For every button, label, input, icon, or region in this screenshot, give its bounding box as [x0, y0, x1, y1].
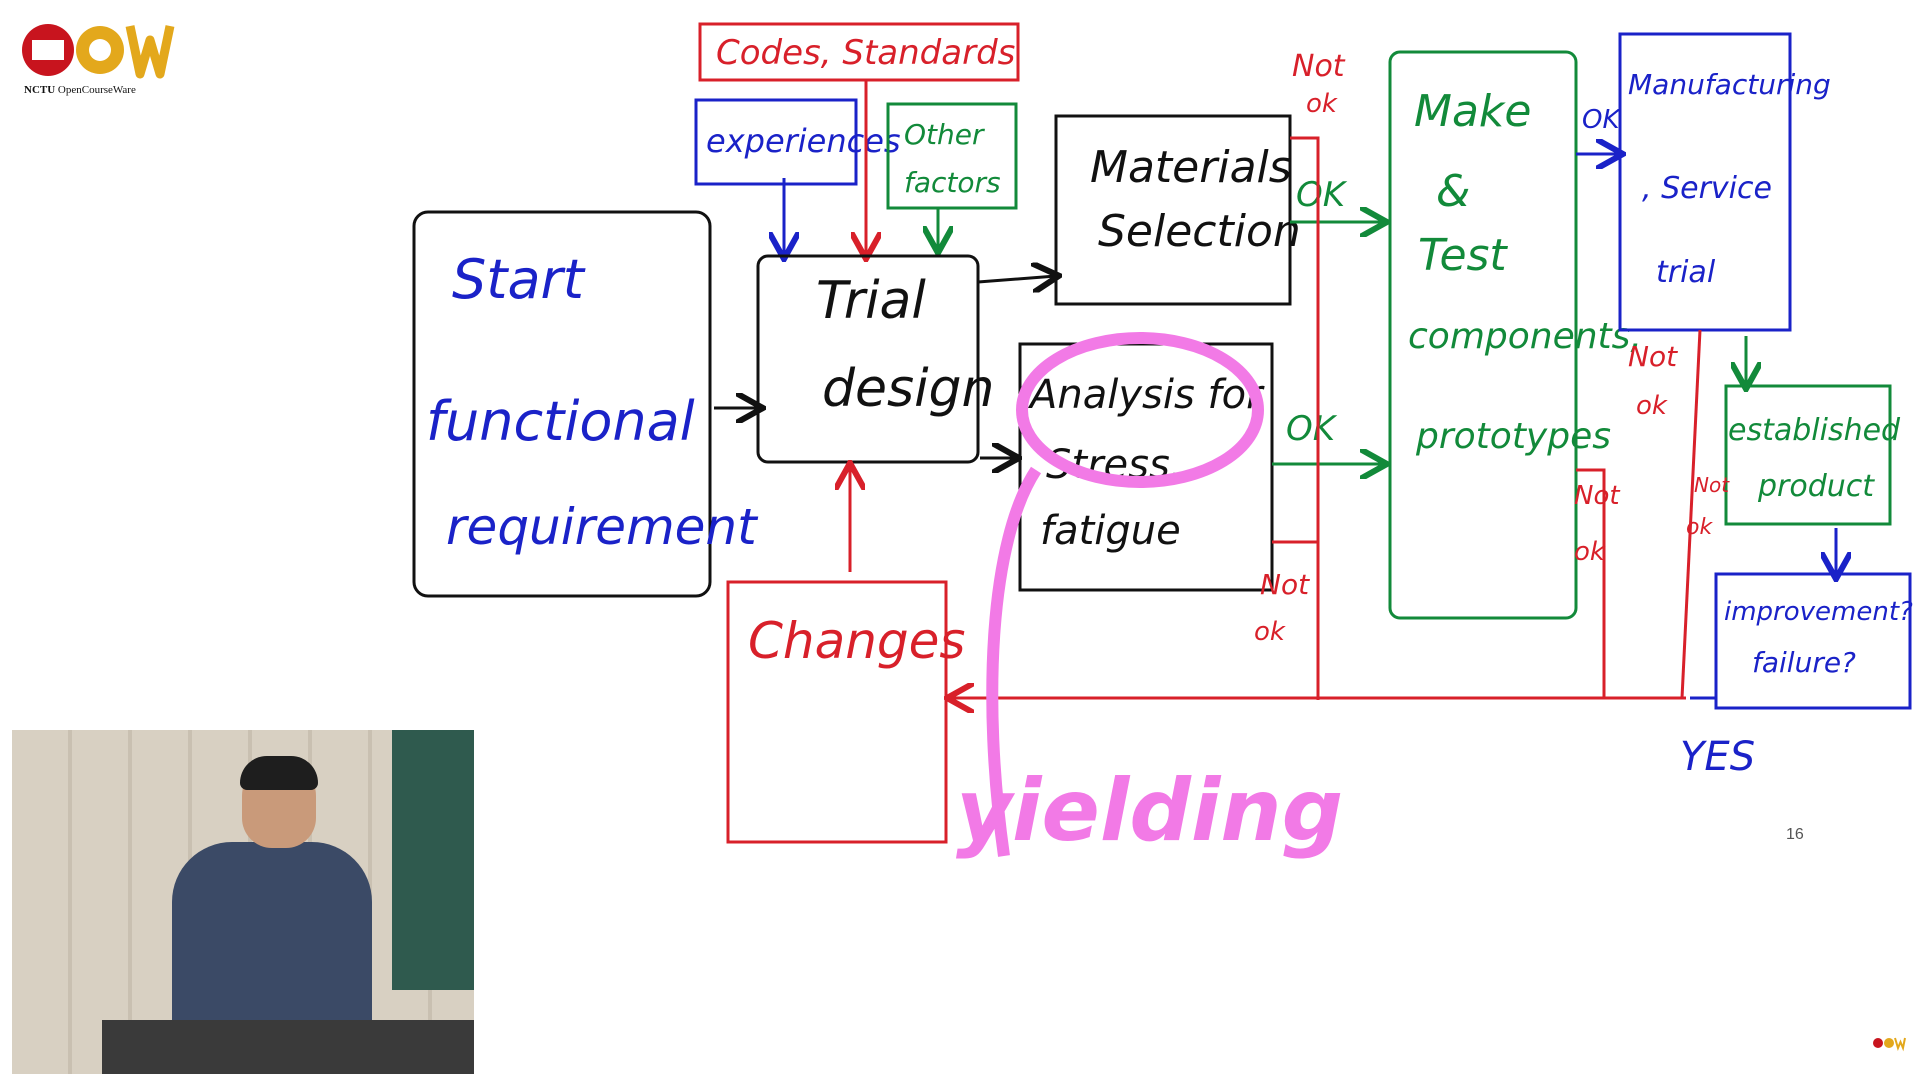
make-line1: Make [1414, 86, 1531, 137]
improvement-box [1714, 572, 1912, 710]
pink-arrow-stem [986, 466, 1042, 857]
pink-highlight-circle [1016, 332, 1264, 488]
not-ok-analysis-2: ok [1254, 617, 1286, 647]
ok-make: OK [1582, 105, 1621, 135]
not-ok-materials-1: Not [1292, 49, 1346, 84]
other-factors-box [886, 102, 1018, 210]
slide-page-number: 16 [1786, 826, 1804, 843]
red-manufacturing-return [1680, 329, 1702, 699]
other-factors-line2: factors [904, 166, 1001, 199]
materials-line2: Selection [1098, 206, 1301, 257]
experiences-label: experiences [706, 122, 901, 160]
manufacturing-line3: trial [1656, 255, 1716, 290]
yielding-label: yielding [956, 761, 1343, 861]
not-ok-materials-2: ok [1306, 89, 1338, 119]
make-line5: prototypes [1415, 416, 1611, 457]
lectern [102, 1020, 474, 1074]
arrow-trial-to-materials [977, 276, 1056, 282]
manufacturing-line2: , Service [1642, 171, 1772, 206]
not-ok-manufacturing-1: Not [1628, 340, 1678, 373]
presenter-body [172, 842, 372, 1042]
not-ok-established-1: Not [1694, 473, 1730, 497]
make-line2: & [1436, 166, 1470, 217]
experiences-box [694, 98, 858, 186]
changes-label: Changes [748, 612, 965, 670]
not-ok-make-2: ok [1574, 537, 1606, 567]
other-factors-line1: Other [904, 118, 985, 151]
presenter-video [12, 730, 474, 1074]
established-line1: established [1728, 413, 1901, 448]
codes-standards-box [698, 22, 1020, 82]
logo-caption: NCTU OpenCourseWare [24, 84, 136, 96]
ocw-mini-icon [1873, 1037, 1906, 1052]
ok-materials: OK [1296, 175, 1348, 215]
video-door [392, 730, 474, 990]
established-line2: product [1757, 469, 1875, 504]
codes-standards-label: Codes, Standards [716, 33, 1015, 73]
not-ok-established-2: ok [1686, 515, 1713, 540]
trial-line1: Trial [816, 271, 926, 331]
red-return-line-left [1290, 136, 1320, 700]
manufacturing-box [1618, 32, 1792, 332]
materials-line1: Materials [1090, 142, 1292, 193]
red-make-return [1576, 468, 1606, 698]
start-box [412, 210, 712, 598]
presenter-hair [240, 756, 318, 790]
not-ok-manufacturing-2: ok [1636, 391, 1668, 421]
improvement-line1: improvement? [1724, 597, 1913, 627]
make-line3: Test [1418, 230, 1508, 281]
improvement-line2: failure? [1752, 646, 1856, 679]
trial-design-box [756, 254, 980, 464]
yes-label: YES [1680, 734, 1755, 780]
make-line4: components, [1408, 316, 1642, 357]
ok-analysis: OK [1286, 409, 1338, 449]
analysis-line1: Analysis for [1027, 372, 1265, 418]
established-product-box [1724, 384, 1892, 526]
start-line3: requirement [446, 498, 759, 556]
analysis-line3: fatigue [1040, 508, 1181, 554]
make-test-box [1388, 50, 1578, 620]
ocw-logo-icon [22, 24, 175, 79]
materials-selection-box [1054, 114, 1292, 306]
manufacturing-line1: Manufacturing [1628, 68, 1831, 101]
not-ok-analysis-1: Not [1260, 568, 1310, 601]
start-line1: Start [452, 248, 586, 311]
not-ok-make-1: Not [1574, 481, 1620, 511]
trial-line2: design [822, 359, 995, 419]
start-line2: functional [426, 390, 695, 453]
